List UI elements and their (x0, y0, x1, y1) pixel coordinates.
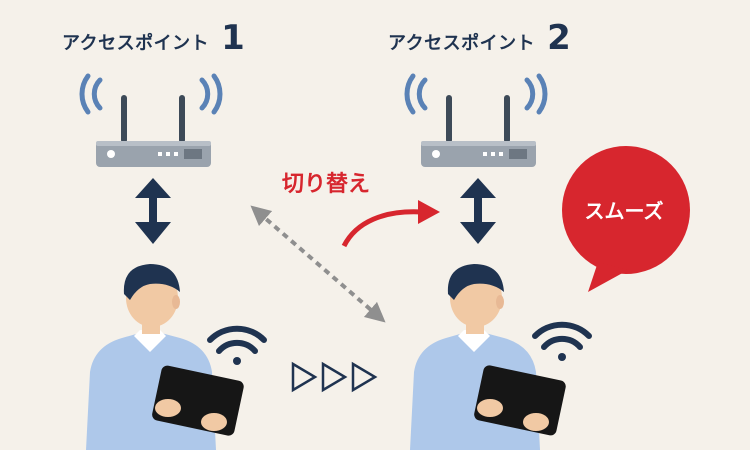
router-1-icon (79, 73, 223, 167)
play-triangle-1-icon (291, 361, 318, 393)
access-point-2-number: 2 (547, 18, 571, 58)
switch-arrow-icon (341, 200, 440, 248)
person-with-tablet-2-icon (410, 264, 566, 450)
access-point-1-number: 1 (221, 18, 245, 58)
switch-label: 切り替え (282, 172, 371, 197)
play-triangle-3-icon (351, 361, 378, 393)
wifi-signal-2-icon (532, 321, 592, 361)
access-point-1-label: アクセスポイント 1 (62, 18, 245, 58)
access-point-2-title: アクセスポイント (388, 33, 536, 54)
play-triangle-icons (291, 361, 378, 393)
router-2-icon (404, 73, 548, 167)
play-triangle-2-icon (321, 361, 348, 393)
access-point-2-label: アクセスポイント 2 (388, 18, 571, 58)
bidirectional-arrow-1-icon (135, 178, 171, 244)
wifi-signal-1-icon (207, 325, 267, 365)
person-with-tablet-1-icon (86, 264, 244, 450)
bidirectional-arrow-2-icon (460, 178, 496, 244)
speech-bubble-icon (562, 146, 690, 292)
dashed-connection-arrow (250, 205, 386, 323)
bubble-text: スムーズ (584, 199, 664, 223)
access-point-1-title: アクセスポイント (62, 33, 210, 54)
